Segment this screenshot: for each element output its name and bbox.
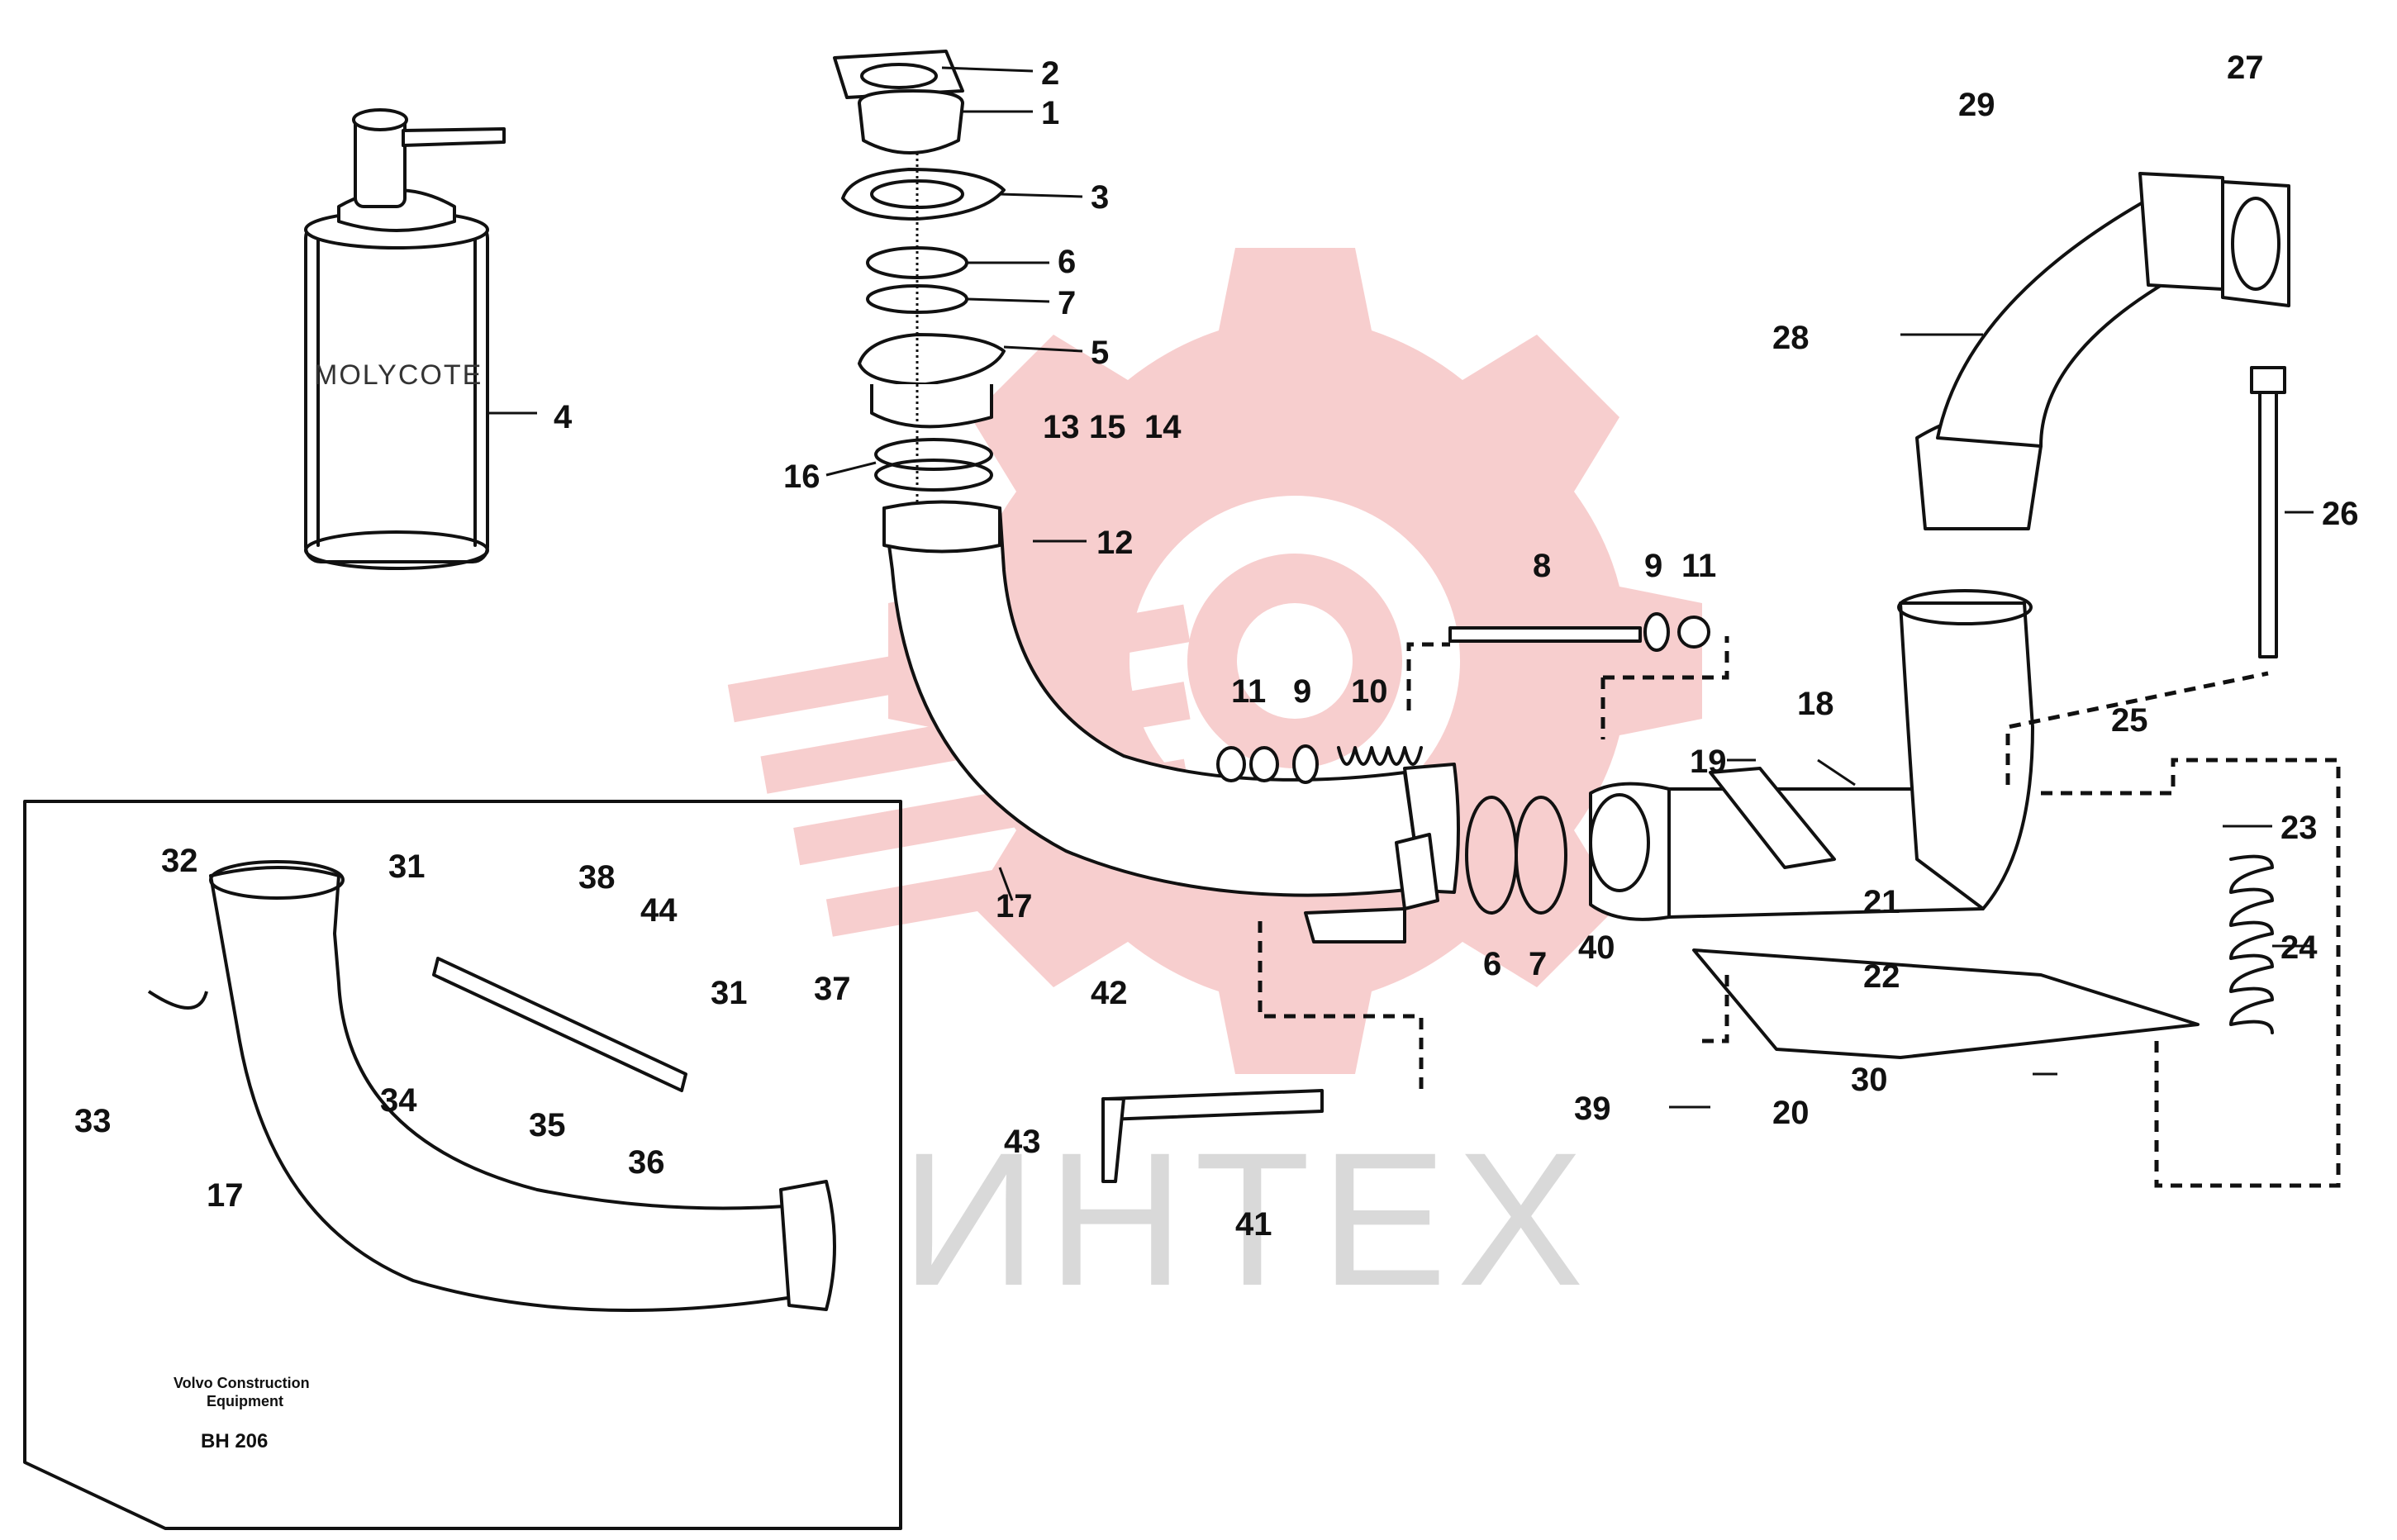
label-34: 34 bbox=[380, 1082, 417, 1119]
label-39: 39 bbox=[1574, 1091, 1611, 1127]
top-flange-stack bbox=[833, 50, 1006, 529]
lever bbox=[1101, 1089, 1324, 1183]
label-19: 19 bbox=[1690, 744, 1727, 780]
label-38: 38 bbox=[578, 859, 616, 896]
label-18: 18 bbox=[1797, 686, 1834, 722]
label-32: 32 bbox=[161, 843, 198, 879]
label-27: 27 bbox=[2227, 50, 2264, 86]
inset-frame bbox=[23, 800, 902, 1530]
part-labels: 2 1 3 6 7 5 4 16 13 15 14 12 8 9 11 11 9… bbox=[554, 50, 2359, 1243]
label-11-mid: 11 bbox=[1231, 673, 1266, 710]
label-10: 10 bbox=[1351, 673, 1388, 710]
label-33: 33 bbox=[74, 1103, 112, 1139]
label-9-top: 9 bbox=[1644, 548, 1662, 584]
label-11-top: 11 bbox=[1681, 548, 1716, 584]
label-2: 2 bbox=[1041, 55, 1059, 92]
label-31-left: 31 bbox=[388, 848, 426, 885]
upper-pipe bbox=[1897, 172, 2290, 910]
label-12: 12 bbox=[1096, 525, 1134, 561]
stud-assembly bbox=[1216, 612, 1710, 784]
bend-pipe bbox=[882, 500, 1460, 943]
label-42: 42 bbox=[1091, 975, 1128, 1011]
ring-7 bbox=[1515, 796, 1567, 915]
label-3: 3 bbox=[1091, 179, 1109, 216]
label-23: 23 bbox=[2280, 810, 2318, 846]
label-14: 14 bbox=[1144, 409, 1182, 445]
label-5: 5 bbox=[1091, 335, 1109, 371]
label-21: 21 bbox=[1863, 884, 1900, 920]
label-41: 41 bbox=[1235, 1206, 1272, 1243]
leader-lines bbox=[487, 66, 2314, 1109]
label-26: 26 bbox=[2322, 496, 2359, 532]
label-40: 40 bbox=[1578, 929, 1615, 966]
label-25: 25 bbox=[2111, 702, 2148, 739]
label-13: 13 bbox=[1043, 409, 1080, 445]
label-17-inset: 17 bbox=[207, 1177, 244, 1214]
label-6-top: 6 bbox=[1058, 244, 1076, 280]
label-36: 36 bbox=[628, 1144, 665, 1181]
label-7-right: 7 bbox=[1529, 946, 1547, 982]
label-35: 35 bbox=[529, 1107, 566, 1143]
label-9-mid: 9 bbox=[1293, 673, 1311, 710]
label-31-right: 31 bbox=[711, 975, 748, 1011]
label-24: 24 bbox=[2280, 929, 2318, 966]
label-28: 28 bbox=[1772, 320, 1810, 356]
label-16: 16 bbox=[783, 459, 820, 495]
label-37: 37 bbox=[814, 971, 851, 1007]
label-43: 43 bbox=[1004, 1124, 1041, 1160]
label-22: 22 bbox=[1863, 958, 1900, 995]
relation-lines bbox=[1258, 636, 2341, 1188]
footer-line1: Volvo Construction bbox=[174, 1375, 310, 1391]
label-7-top: 7 bbox=[1058, 285, 1076, 321]
footer-line2: Equipment bbox=[207, 1393, 283, 1409]
footer-code: BH 206 bbox=[201, 1430, 268, 1452]
label-6-right: 6 bbox=[1483, 946, 1501, 982]
label-1: 1 bbox=[1041, 95, 1059, 131]
label-8: 8 bbox=[1533, 548, 1551, 584]
label-17-main: 17 bbox=[996, 888, 1033, 924]
footer: Volvo Construction Equipment BH 206 bbox=[174, 1375, 310, 1452]
watermark-text: ИНТЕХ bbox=[901, 1113, 1594, 1325]
spring bbox=[2229, 854, 2274, 1034]
label-29: 29 bbox=[1958, 87, 1995, 123]
label-15: 15 bbox=[1089, 409, 1126, 445]
long-bolt bbox=[2250, 366, 2286, 658]
label-4: 4 bbox=[554, 399, 573, 435]
base-plate bbox=[1692, 948, 2200, 1059]
can-label: MOLYCOTE bbox=[314, 359, 483, 391]
inset-pipe bbox=[147, 860, 836, 1312]
label-20: 20 bbox=[1772, 1095, 1810, 1131]
molycote-can: MOLYCOTE bbox=[304, 108, 506, 570]
inset-labels: 32 31 38 44 31 37 33 34 35 36 17 bbox=[74, 843, 851, 1214]
label-30: 30 bbox=[1851, 1062, 1888, 1098]
label-44: 44 bbox=[640, 892, 678, 929]
